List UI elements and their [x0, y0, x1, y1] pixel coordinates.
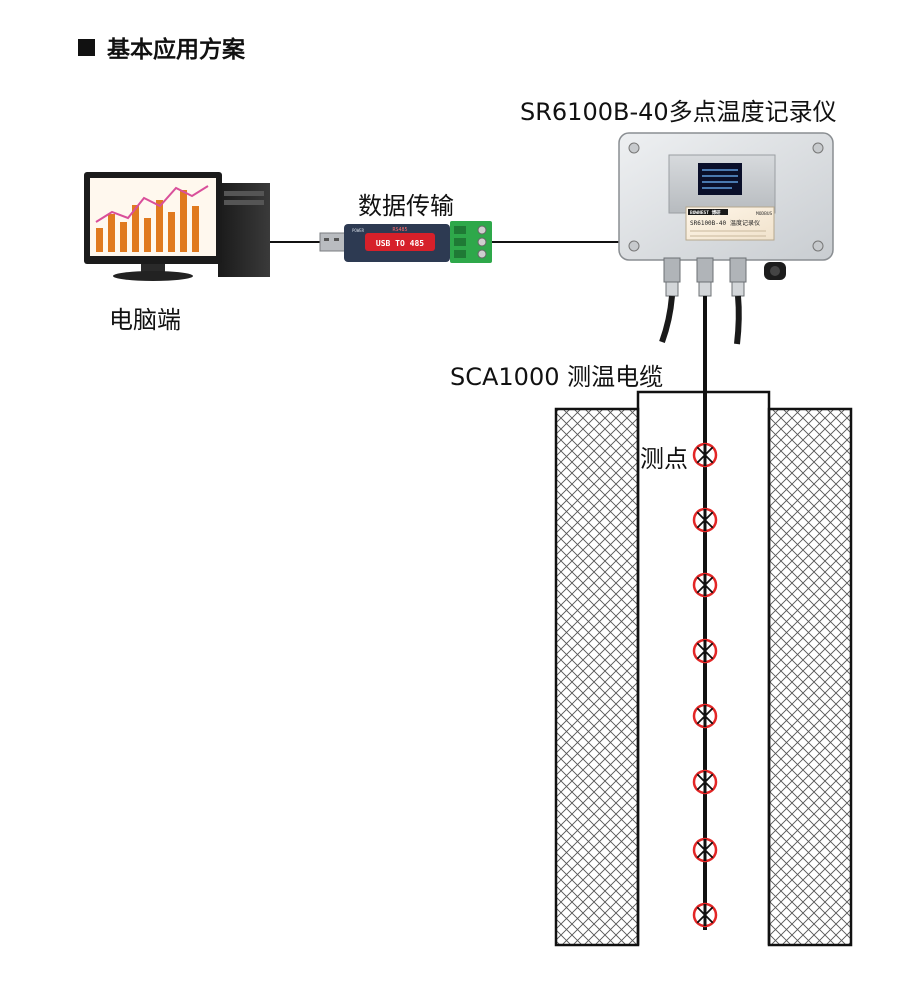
heading-bullet-icon: [78, 38, 95, 56]
measure-point-marker-icon: [692, 442, 718, 468]
device-model: SR6100B-40: [690, 220, 727, 227]
pc-label: 电脑端: [109, 306, 181, 334]
heading-text: 基本应用方案: [107, 37, 245, 63]
measure-point-marker-icon: [692, 902, 718, 928]
soil-left: [554, 407, 640, 947]
device-protocol: MODBUS: [756, 211, 773, 217]
measure-point-label: 测点: [640, 445, 688, 473]
measure-point-marker-icon: [692, 507, 718, 533]
converter-chip: RS485: [392, 227, 407, 233]
converter-power: POWER: [352, 228, 365, 233]
soil-right: [767, 407, 853, 947]
device-name: 温度记录仪: [730, 219, 760, 227]
recorder-title: SR6100B-40多点温度记录仪: [520, 98, 837, 126]
measure-point-marker-icon: [692, 703, 718, 729]
measure-point-marker-icon: [692, 572, 718, 598]
computer-icon: [84, 172, 270, 281]
section-heading: 基本应用方案: [78, 30, 245, 64]
converter-label: USB TO 485: [376, 239, 424, 248]
data-transfer-label: 数据传输: [358, 192, 454, 220]
measuring-points: [692, 442, 718, 928]
measure-point-marker-icon: [692, 638, 718, 664]
measure-point-marker-icon: [692, 769, 718, 795]
measure-point-marker-icon: [692, 837, 718, 863]
borehole: [554, 390, 853, 947]
cable-label: SCA1000 测温电缆: [450, 363, 664, 391]
temperature-recorder-device: BOWNEST 博研 MODBUS SR6100B-40 温度记录仪: [618, 132, 834, 345]
usb-485-converter-icon: USB TO 485 RS485 POWER: [319, 221, 492, 263]
device-brand: BOWNEST 博研: [690, 209, 721, 216]
